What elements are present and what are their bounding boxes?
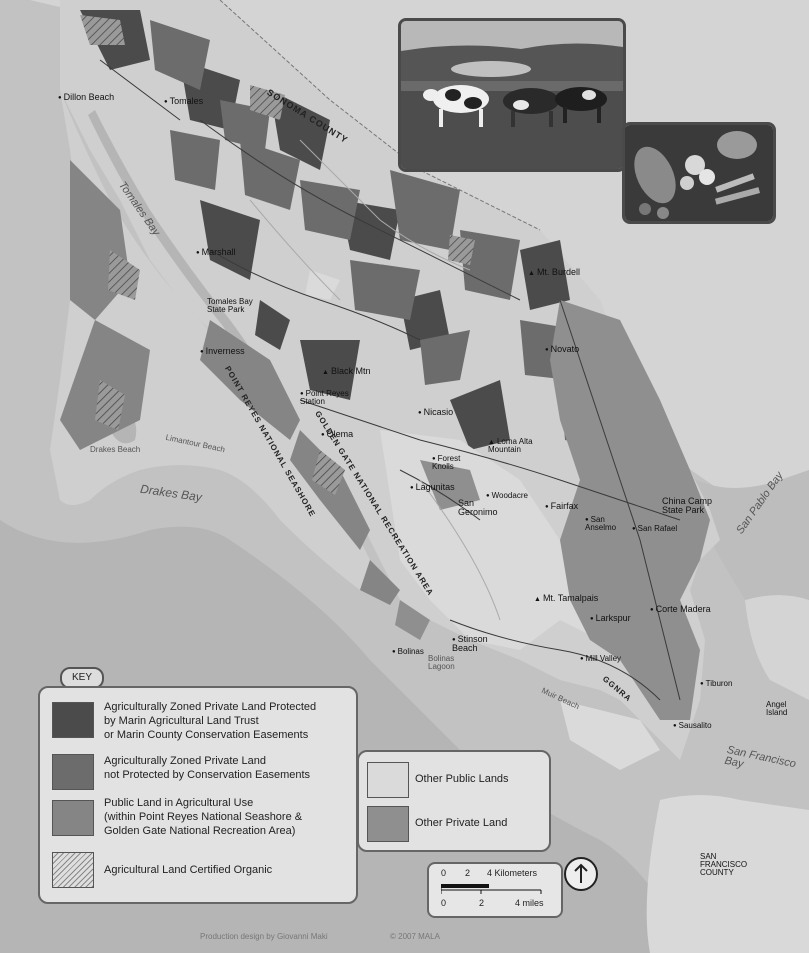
key-label-protected: Agriculturally Zoned Private Land Protec… (104, 701, 317, 741)
place-tomales-bay-state-park: Tomales Bay State Park (207, 297, 253, 314)
vegetables-photo (622, 122, 776, 224)
place-corte-madera: Corte Madera (650, 605, 711, 614)
place-larkspur: Larkspur (590, 614, 631, 623)
scale-km-4: 4 Kilometers (487, 868, 538, 878)
county-line (219, 0, 541, 231)
production-credit: Production design by Giovanni Maki (200, 932, 328, 941)
place-san-anselmo: San Anselmo (585, 516, 616, 532)
region-sf-county: SAN FRANCISCO COUNTY (700, 852, 748, 877)
place-san-geronimo: San Geronimo (458, 498, 498, 517)
scale-km-0: 0 (441, 868, 447, 878)
vegetables-photo-image (625, 125, 773, 221)
key-swatch-unprotected (52, 754, 94, 790)
key-swatch-public-ag (52, 800, 94, 836)
place-sausalito: Sausalito (673, 722, 712, 730)
key-swatch-protected (52, 702, 94, 738)
place-tiburon: Tiburon (700, 680, 733, 688)
place-angel-island: Angel Island (766, 700, 788, 717)
cow-2 (503, 88, 559, 127)
place-stinson-beach: Stinson Beach (452, 635, 488, 653)
place-olema: Olema (321, 430, 354, 439)
place-black-mtn: Black Mtn (322, 367, 371, 376)
key-swatch-organic (52, 852, 94, 888)
land-east-bay (745, 595, 809, 700)
place-mt-burdell: Mt. Burdell (528, 268, 580, 277)
key-swatch-other-public (367, 762, 409, 798)
cows-photo (398, 18, 626, 172)
place-mt-tamalpais: Mt. Tamalpais (534, 594, 598, 603)
place-inverness: Inverness (200, 347, 245, 356)
place-woodacre: Woodacre (486, 492, 528, 500)
scale-mi-0: 0 (441, 898, 447, 908)
place-tomales: Tomales (164, 97, 204, 106)
place-loma-alta: Loma Alta Mountain (488, 438, 533, 454)
scale-km-2: 2 (465, 868, 471, 878)
san-pablo-bay (680, 470, 809, 600)
scale-bar-graphic (441, 884, 542, 894)
place-novato: Novato (545, 345, 580, 354)
north-arrow-icon (564, 857, 598, 891)
place-china-camp: China Camp State Park (662, 496, 713, 515)
key-label-unprotected: Agriculturally Zoned Private Land not Pr… (104, 755, 311, 781)
place-fairfax: Fairfax (545, 502, 579, 511)
key-label-other-public: Other Public Lands (415, 773, 509, 785)
key-legend-other: Other Public Lands Other Private Land (357, 750, 551, 852)
creeks (249, 139, 501, 621)
place-drakes-beach: Drakes Beach (90, 445, 141, 454)
place-mill-valley: Mill Valley (580, 655, 621, 663)
place-marshall: Marshall (196, 248, 236, 257)
key-label-organic: Agricultural Land Certified Organic (104, 864, 273, 876)
place-forest-knolls: Forest Knolls (432, 455, 460, 471)
key-legend: Agriculturally Zoned Private Land Protec… (38, 686, 358, 904)
place-nicasio: Nicasio (418, 408, 454, 417)
cow-3 (555, 87, 607, 123)
place-lagunitas: Lagunitas (410, 483, 455, 492)
key-label-public-ag: Public Land in Agricultural Use (within … (104, 797, 303, 837)
cows-photo-image (401, 21, 623, 169)
scale-mi-2: 2 (479, 898, 485, 908)
place-point-reyes-station: Point Reyes Station (300, 390, 349, 406)
scale-mi-4: 4 miles (515, 898, 544, 908)
organic-parcels (80, 15, 475, 495)
tomales-bay (88, 110, 280, 404)
place-san-rafael: San Rafael (632, 525, 678, 533)
scale-bar: 0 2 4 Kilometers 0 2 4 miles (427, 862, 563, 918)
land-san-francisco (646, 795, 809, 953)
place-bolinas: Bolinas (392, 648, 424, 656)
roads (99, 59, 681, 701)
place-dillon-beach: Dillon Beach (58, 93, 115, 102)
key-title: KEY (60, 667, 104, 689)
key-swatch-other-private (367, 806, 409, 842)
copyright: © 2007 MALA (390, 932, 440, 941)
key-label-other-private: Other Private Land (415, 817, 508, 829)
place-bolinas-lagoon: Bolinas Lagoon (428, 654, 455, 671)
cow-1 (423, 85, 489, 127)
